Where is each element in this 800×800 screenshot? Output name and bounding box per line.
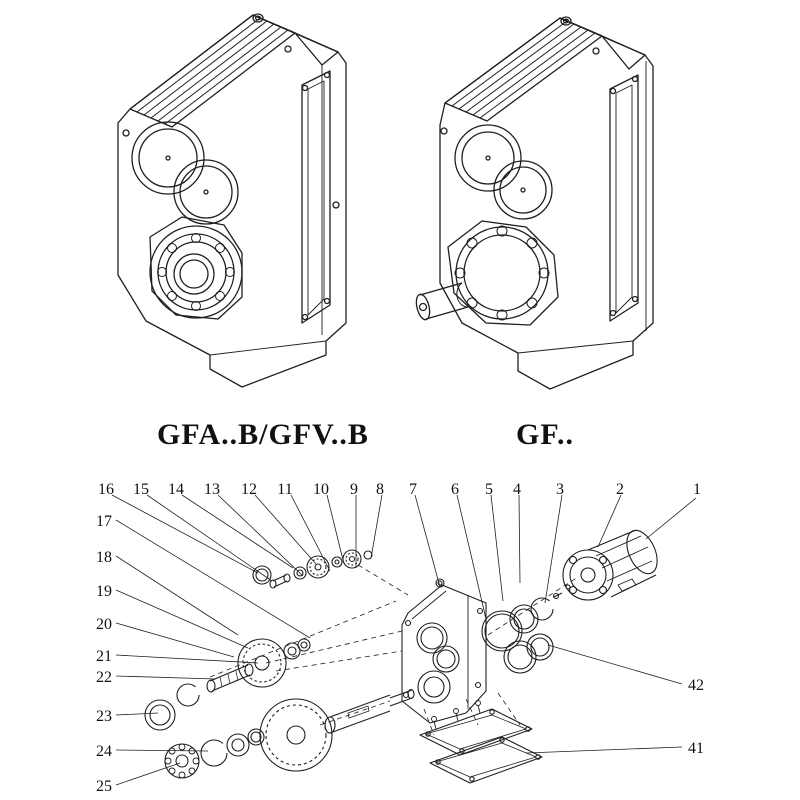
callout-19: 19 [96, 583, 112, 600]
callout-15: 15 [133, 481, 149, 498]
callout-14: 14 [168, 481, 184, 498]
exploded-parts-drawing [111, 494, 697, 786]
eyebolt-hole [252, 13, 264, 23]
gearbox-drawing-gfab-gfvb [117, 13, 347, 388]
eyebolt-hole [560, 16, 572, 26]
motor-adapter-part [562, 529, 658, 601]
callout-3: 3 [556, 481, 564, 498]
bore-upper [131, 121, 205, 195]
leader-lines [111, 494, 697, 786]
callout-11: 11 [277, 481, 293, 498]
callout-22: 22 [96, 669, 112, 686]
output-bearing [149, 225, 243, 319]
callout-1: 1 [693, 481, 701, 498]
output-flange [455, 226, 549, 320]
housing-part [401, 578, 487, 724]
callout-23: 23 [96, 708, 112, 725]
callout-21: 21 [96, 648, 112, 665]
bore-lower [493, 160, 553, 220]
gasket-and-cover-parts [419, 700, 543, 784]
callout-25: 25 [96, 778, 112, 795]
callout-5: 5 [485, 481, 493, 498]
callout-17: 17 [96, 513, 112, 530]
cover-screws [431, 700, 481, 730]
callout-20: 20 [96, 616, 112, 633]
callout-10: 10 [313, 481, 329, 498]
callout-4: 4 [513, 481, 521, 498]
callout-8: 8 [376, 481, 384, 498]
callout-41: 41 [688, 740, 704, 757]
callout-16: 16 [98, 481, 114, 498]
output-shaft-parts [164, 688, 415, 779]
intermediate-shaft-parts [144, 638, 311, 731]
input-shaft-parts [252, 549, 373, 589]
output-shaft [415, 282, 469, 321]
gearbox-drawing-gf [415, 16, 654, 390]
callout-2: 2 [616, 481, 624, 498]
ring-parts [481, 584, 571, 674]
callout-24: 24 [96, 743, 112, 760]
callout-9: 9 [350, 481, 358, 498]
figure-caption-gf: GF.. [516, 418, 574, 451]
callout-6: 6 [451, 481, 459, 498]
figure-caption-gfab-gfvb: GFA..B/GFV..B [157, 418, 369, 451]
assembly-axes [209, 564, 579, 736]
callout-42: 42 [688, 677, 704, 694]
callout-18: 18 [96, 549, 112, 566]
bore-lower [173, 159, 239, 225]
bore-upper [454, 124, 522, 192]
callout-12: 12 [241, 481, 257, 498]
callout-7: 7 [409, 481, 417, 498]
callout-13: 13 [204, 481, 220, 498]
